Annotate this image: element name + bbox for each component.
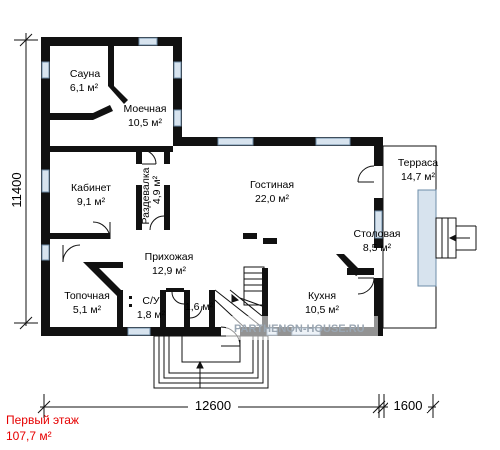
room-label-furnace: Топочная [64, 290, 110, 302]
doors [62, 149, 375, 347]
room-label-living: Гостиная [250, 179, 294, 191]
room-label-dining: Столовая [354, 228, 401, 240]
windows [41, 37, 383, 336]
dimension-width-main-label: 12600 [195, 398, 231, 413]
room-area-dressing: 4,9 м² [151, 175, 163, 204]
room-area-kitchen: 10,5 м² [305, 304, 340, 316]
watermark-plate [226, 316, 378, 340]
room-area-living: 22,0 м² [255, 193, 290, 205]
sauna-vents [64, 116, 268, 307]
room-area-sauna: 6,1 м² [70, 82, 99, 94]
room-label-kitchen: Кухня [308, 290, 336, 302]
dimension-width-terrace-label: 1600 [394, 398, 423, 413]
room-label-sauna: Сауна [70, 68, 100, 80]
dimension-height-label: 11400 [9, 172, 24, 207]
room-label-wc: С/У [142, 295, 160, 307]
dimension-terrace-plate [388, 398, 428, 412]
room-label-dressing: Раздевалка [140, 167, 152, 224]
terrace-outline [382, 145, 477, 329]
floor-title: Первый этаж [6, 413, 79, 427]
room-area-washroom: 10,5 м² [128, 117, 163, 129]
room-label-terrace: Терраса [398, 157, 438, 169]
dimension-height [14, 33, 38, 330]
floor-area: 107,7 м² [6, 429, 52, 443]
room-area-dining: 8,5 м² [363, 242, 392, 254]
room-area-terrace: 14,7 м² [401, 171, 436, 183]
room-labels: Сауна 6,1 м² Моечная 10,5 м² Кабинет 9,1… [64, 68, 438, 321]
room-area-study: 9,1 м² [77, 196, 106, 208]
room-area-wc: 1,8 м² [137, 309, 166, 321]
room-area-furnace: 5,1 м² [73, 304, 102, 316]
room-label-hall: Прихожая [145, 251, 194, 263]
dimension-width-plate [188, 398, 238, 412]
watermark-text: PARTHENON-HOUSE.RU [234, 323, 365, 335]
entrance-porch [153, 335, 269, 389]
room-area-hall: 12,9 м² [152, 265, 187, 277]
room-label-washroom: Моечная [124, 103, 167, 115]
room-label-study: Кабинет [71, 182, 111, 194]
room-area-vestibule: 1,6 м² [185, 301, 214, 313]
dimension-width [37, 394, 440, 418]
